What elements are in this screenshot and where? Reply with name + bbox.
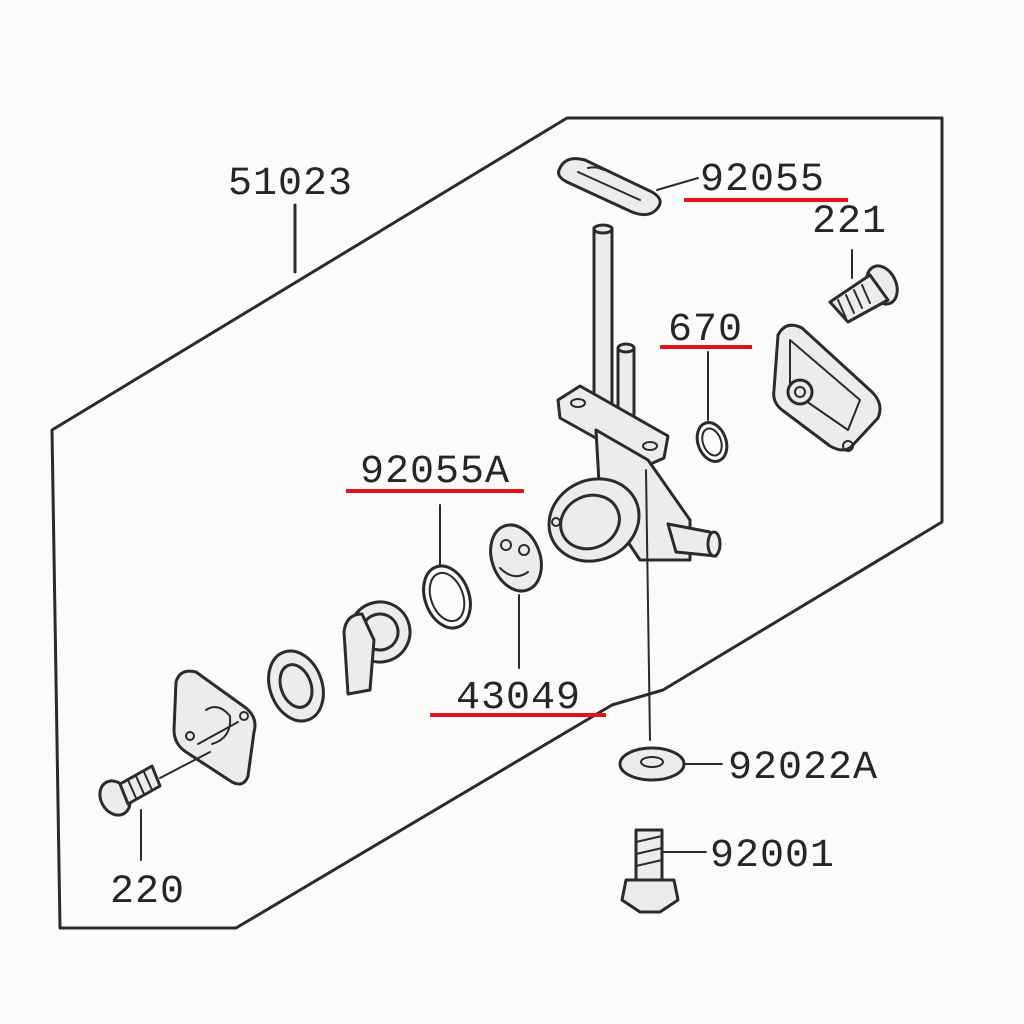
label-220: 220 <box>110 870 185 915</box>
screw-221 <box>828 249 899 324</box>
bolt-92001 <box>620 828 707 914</box>
label-92055: 92055 <box>700 158 825 203</box>
screw-220 <box>98 751 211 861</box>
oring-670 <box>695 351 729 463</box>
label-92001: 92001 <box>710 834 835 879</box>
lever-part <box>342 600 412 696</box>
oring-92055a <box>422 504 472 630</box>
assembly-boundary <box>50 116 944 930</box>
label-51023: 51023 <box>228 162 353 207</box>
valve-body <box>547 223 722 741</box>
seal-43049 <box>489 523 543 669</box>
seal-ring-left <box>267 649 325 723</box>
gasket-92055 <box>557 157 699 217</box>
washer-92022a <box>618 746 723 782</box>
cover-plate-left <box>172 669 257 786</box>
cover-plate <box>772 323 882 452</box>
label-92022a: 92022A <box>728 746 878 791</box>
label-221: 221 <box>812 200 887 245</box>
label-92055a: 92055A <box>360 450 510 495</box>
